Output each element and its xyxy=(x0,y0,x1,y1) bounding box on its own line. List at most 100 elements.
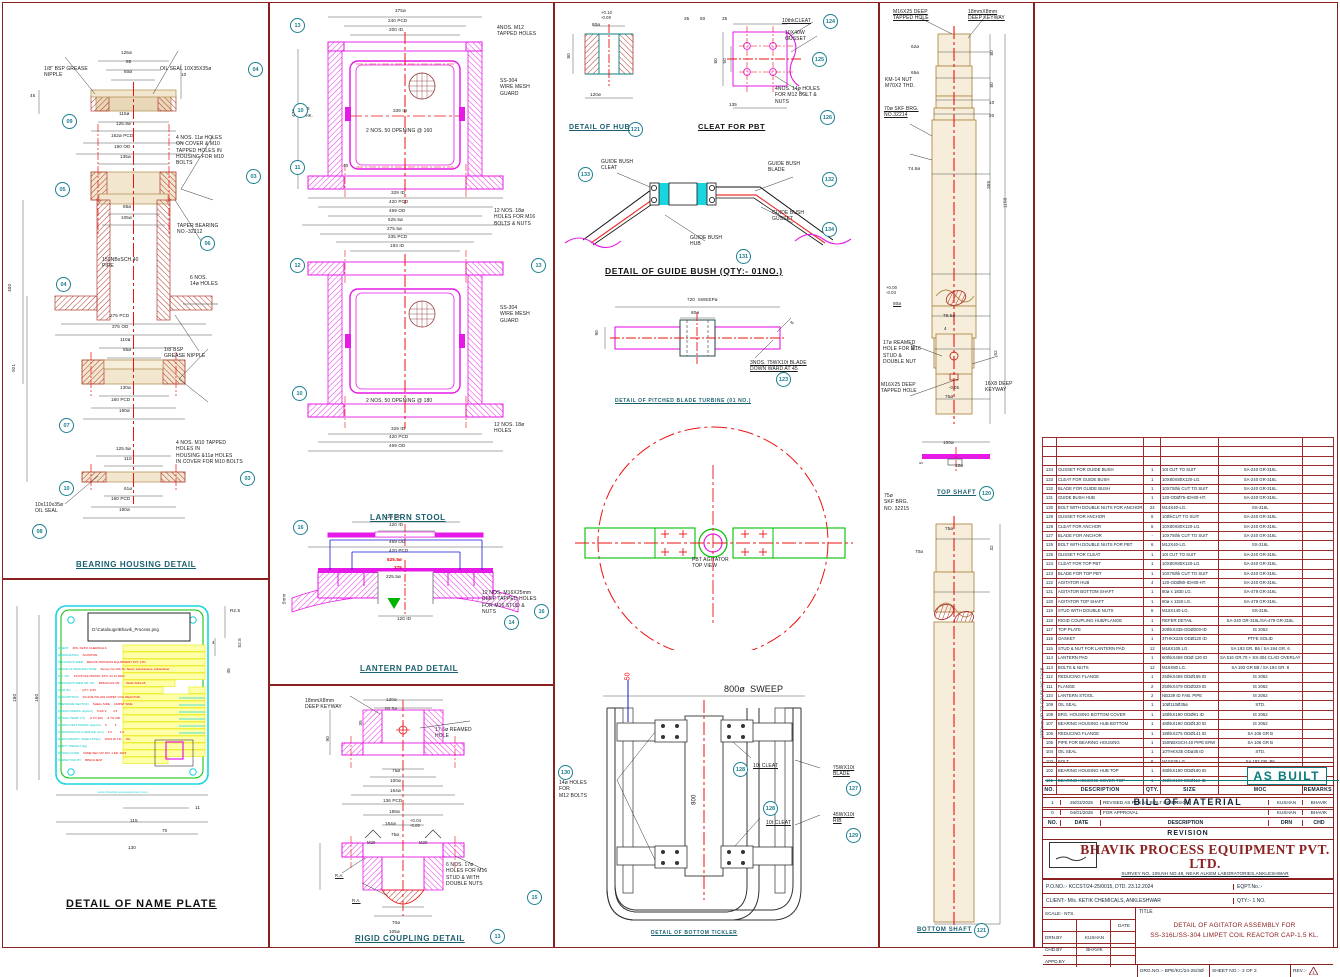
rev-col-desc: DESCRIPTION xyxy=(1101,819,1269,826)
bom-cell-moc: IS 2062 xyxy=(1217,625,1303,636)
dim-275-5: 275.5ø xyxy=(387,226,402,231)
dim-rc-75b: 75ø xyxy=(391,832,400,837)
bom-cell-moc: SA 106 GR B xyxy=(1217,728,1303,739)
bom-cell-size: 10X75thk CUT TO SUIT xyxy=(1160,568,1219,580)
np-k-13: RADIOGRAPHY (SHELL/DISH) xyxy=(58,737,101,741)
balloon-08[interactable]: 08 xyxy=(32,524,47,539)
bom-cell-no: 122 xyxy=(1042,578,1057,589)
balloon-134[interactable]: 134 xyxy=(822,222,837,237)
balloon-131[interactable]: 131 xyxy=(736,249,751,264)
rev-date: 04/01/2025 xyxy=(1061,810,1101,815)
balloon-121-shaft[interactable]: 121 xyxy=(974,923,989,938)
np-v-16: BPE/CLIENT xyxy=(85,758,103,762)
balloon-130[interactable]: 130 xyxy=(558,765,573,780)
balloon-123[interactable]: 123 xyxy=(776,372,791,387)
np-v-4: KCCST/24-25/0015, DTD. 23.12.2024 xyxy=(73,674,125,678)
balloon-13-b[interactable]: 13 xyxy=(531,258,546,273)
bom-cell-remarks xyxy=(1301,483,1334,495)
balloon-125[interactable]: 125 xyxy=(812,52,827,67)
balloon-04-top[interactable]: 04 xyxy=(248,62,263,77)
balloon-16-b[interactable]: 16 xyxy=(293,520,308,535)
np-v2-8: LIMPET SIDE xyxy=(113,702,133,706)
bom-cell-size: 80ø x 1830 LG. xyxy=(1160,587,1219,598)
label-pbt-top-view: PBT AGITATOR TOP VIEW xyxy=(692,557,729,570)
np-dim-130: 130 xyxy=(128,845,136,850)
balloon-03b[interactable]: 03 xyxy=(240,471,255,486)
bom-cell-desc: BEARING HOUSING HUB BOTTOM xyxy=(1055,719,1145,730)
balloon-128-a[interactable]: 128 xyxy=(733,762,748,777)
balloon-09[interactable]: 09 xyxy=(62,114,77,129)
caption-cleat-pbt: CLEAT FOR PBT xyxy=(698,122,766,131)
label-coupling-holes: 6 NOS. 17ø HOLES FOR M16 STUD & WITH DOU… xyxy=(446,862,488,887)
balloon-03[interactable]: 03 xyxy=(246,169,261,184)
dim-tickler-sweep: 800ø SWEEP xyxy=(724,684,784,694)
bom-cell-remarks xyxy=(1301,681,1334,692)
balloon-124[interactable]: 124 xyxy=(823,14,838,29)
balloon-16[interactable]: 16 xyxy=(534,604,549,619)
revision-row[interactable]: 1 26/03/2025 REVISED AS PER AS BUILT DIM… xyxy=(1043,798,1333,808)
balloon-15[interactable]: 15 xyxy=(527,890,542,905)
balloon-11-a[interactable]: 11 xyxy=(290,160,305,175)
balloon-132[interactable]: 132 xyxy=(822,172,837,187)
balloon-05[interactable]: 05 xyxy=(55,182,70,197)
dim-40-stool: 40 xyxy=(343,163,349,168)
balloon-04[interactable]: 04 xyxy=(56,277,71,292)
balloon-129[interactable]: 129 xyxy=(846,828,861,843)
balloon-133[interactable]: 133 xyxy=(578,167,593,182)
balloon-07[interactable]: 07 xyxy=(59,418,74,433)
balloon-13-a[interactable]: 13 xyxy=(290,18,305,33)
balloon-128-b[interactable]: 128 xyxy=(763,801,778,816)
balloon-126[interactable]: 126 xyxy=(820,110,835,125)
name-plate-drawing xyxy=(3,582,268,946)
bom-cell-no: 131 xyxy=(1042,493,1057,504)
balloon-10[interactable]: 10 xyxy=(59,481,74,496)
balloon-127[interactable]: 127 xyxy=(846,781,861,796)
balloon-121-hub[interactable]: 121 xyxy=(628,122,643,137)
balloon-14[interactable]: 14 xyxy=(504,615,519,630)
label-taper-bearing: TAPER BEARING NO.-32212 xyxy=(177,223,219,236)
rev-col-drn: DRN xyxy=(1269,819,1303,826)
balloon-rigid-coupling[interactable]: 13 xyxy=(490,929,505,944)
bom-cell-moc: IS 2062 xyxy=(1217,672,1303,683)
bom-cell-moc: SA 193 GR B8 / SA 194 GR. 8 xyxy=(1217,662,1303,674)
balloon-12-a[interactable]: 12 xyxy=(290,258,305,273)
bom-cell-desc: STUD & NUT FOR LANTERN PAD xyxy=(1055,643,1145,655)
np-v2-11: 4 xyxy=(114,723,117,727)
balloon-06[interactable]: 06 xyxy=(200,236,215,251)
balloon-10-a[interactable]: 10 xyxy=(293,103,308,118)
balloon-120-shaft[interactable]: 120 xyxy=(979,486,994,501)
revision-row[interactable]: 0 04/01/2025 FOR APPROVAL KUSHAN BHAVIK xyxy=(1043,808,1333,818)
balloon-10-b[interactable]: 10 xyxy=(292,386,307,401)
